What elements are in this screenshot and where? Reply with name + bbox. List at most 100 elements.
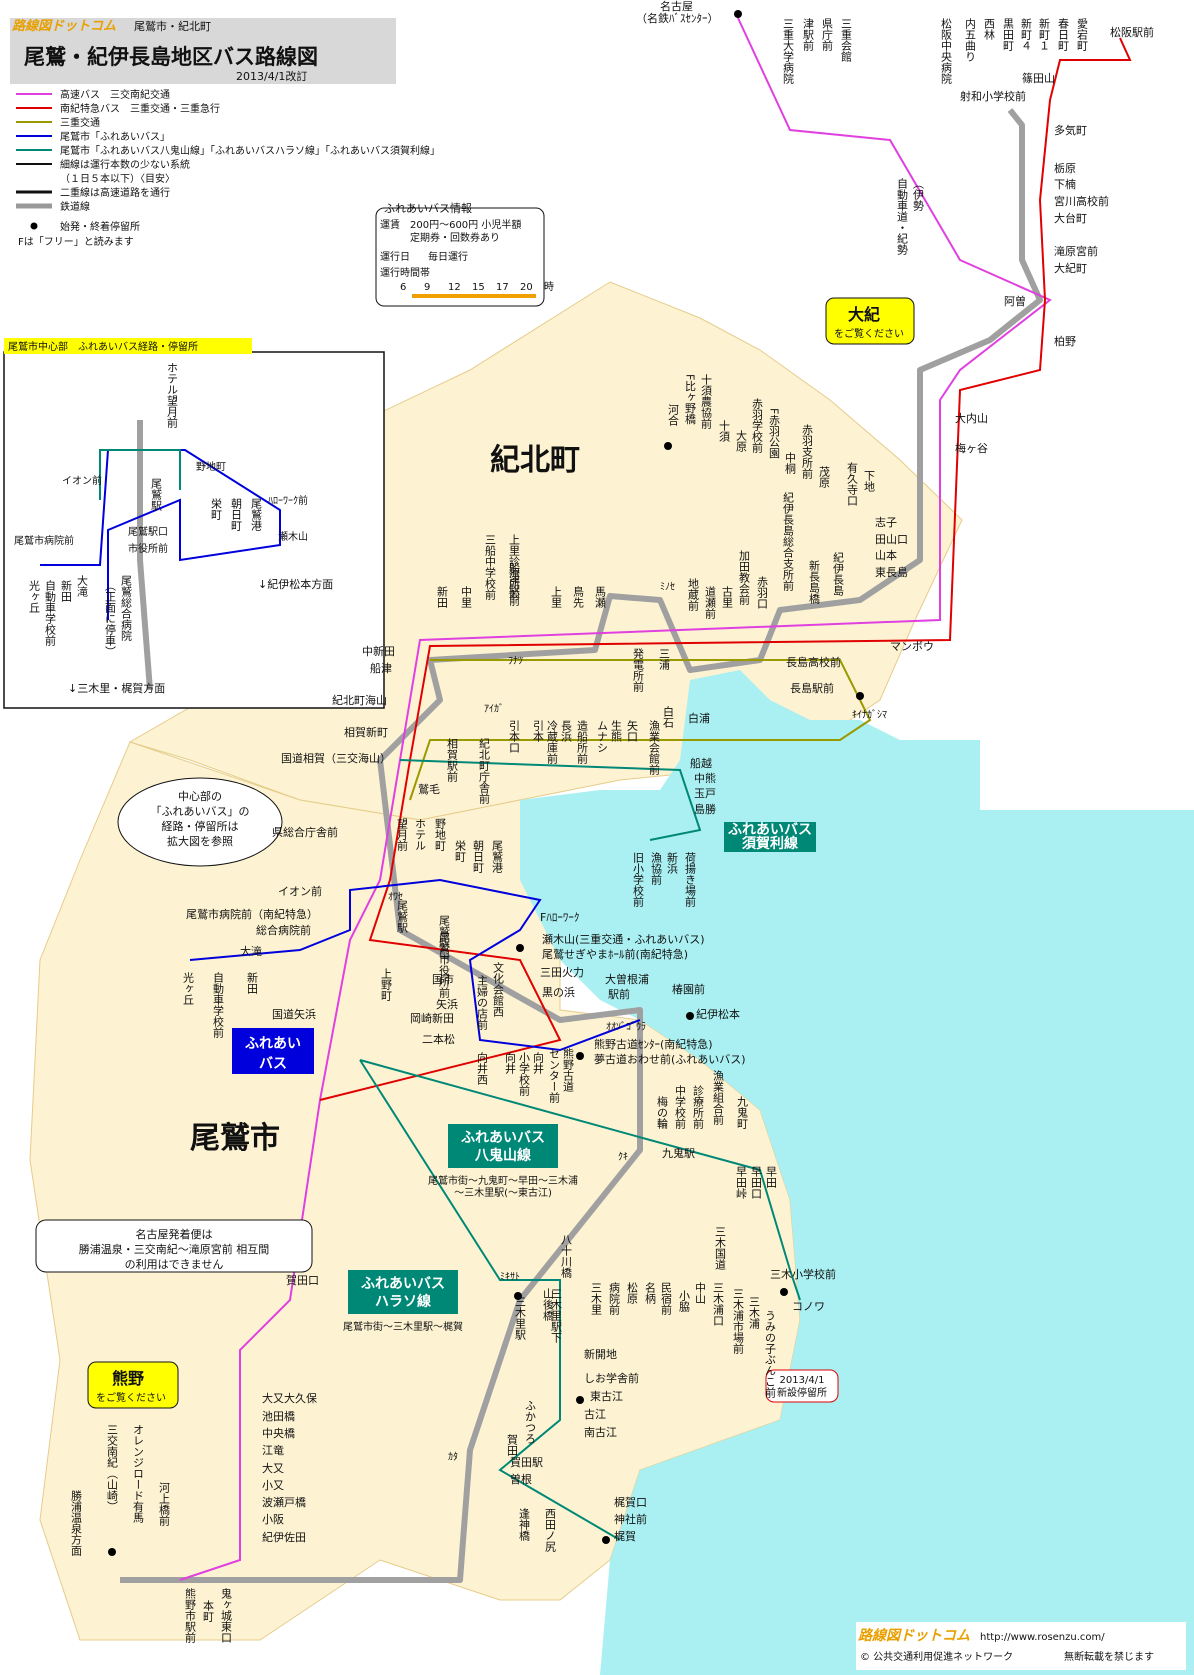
stop-label: 尾鷲市役所前 [438, 932, 451, 999]
callout-line: 名古屋発着便は [136, 1227, 213, 1241]
info-days: 毎日運行 [428, 250, 468, 263]
inset-stop: 大滝 [76, 574, 89, 597]
inset-stop: 栄町 [210, 497, 223, 520]
stop-label: 三交南紀（山崎） [106, 1424, 119, 1512]
terminal-kii-matsumoto [686, 1012, 694, 1020]
bus-routes [179, 17, 1132, 1581]
stop-label: F比ヶ野橋 [684, 374, 697, 425]
stop-label: 荷揚き場前 [684, 852, 697, 908]
stop-label: 駅前 [608, 987, 630, 1001]
stop-label: 九鬼町 [736, 1096, 749, 1129]
stop-label: 紀伊佐田 [262, 1530, 306, 1544]
footer-notice: 無断転載を禁じます [1064, 1650, 1154, 1663]
stop-label: 三木浦口 [712, 1282, 725, 1326]
stop-label: 発電所前 [632, 647, 645, 693]
stop-label: 射和小学校前 [960, 89, 1026, 103]
callout-line: 新設停留所 [777, 1386, 827, 1399]
stop-label: （伊勢 [912, 178, 925, 212]
stop-label: 津駅前 [802, 18, 815, 52]
terminals [108, 10, 864, 1556]
stop-label: 大滝 [240, 944, 262, 958]
stop-label: 柏野 [1054, 334, 1076, 348]
stop-label: 池田橋 [262, 1409, 295, 1423]
stop-label: 大又大久保 [262, 1391, 317, 1405]
inset-stop: イオン前 [62, 474, 102, 487]
stop-label: 夢古道おわせ前(ふれあいバス) [594, 1052, 746, 1066]
stop-label: 尾鷲駅 [396, 900, 409, 934]
info-title: ふれあいバス情報 [384, 202, 472, 215]
stop-label: 上里診療所前 [508, 534, 521, 601]
inset-stop: 光ヶ丘 [28, 579, 41, 613]
stop-label: 矢浜 [436, 997, 458, 1011]
inset-stop: 瀬木山 [278, 531, 308, 543]
hour-tick: 6 [400, 282, 406, 293]
stop-label: 栃原 [1054, 161, 1076, 175]
terminal-kaga [602, 1536, 610, 1544]
inset-stop: ﾊﾛｰﾜｰｸ前 [268, 494, 308, 507]
stop-label: 白石 [662, 705, 675, 728]
stop-label: 地蔵前 [687, 578, 700, 612]
center-bubble [117, 777, 283, 867]
rail-station-label: ｱｲｶﾞ [484, 703, 504, 715]
stop-label: 梶賀口 [614, 1495, 647, 1509]
inset-title-bg [4, 338, 252, 354]
stop-label: 矢口 [626, 719, 639, 742]
callout-line: 2013/4/1 [780, 1375, 825, 1386]
stop-label: 三船中学校前 [484, 534, 497, 601]
stop-label: 玉戸 [694, 787, 716, 800]
stop-label: F赤羽公園 [768, 408, 781, 459]
callout-line: 八鬼山線 [474, 1147, 531, 1164]
hour-tick: 時 [544, 281, 554, 293]
stop-label: センター前 [548, 1048, 561, 1104]
stop-label: 島勝 [694, 802, 716, 816]
legend-note: 始発・終着停留所 [60, 220, 140, 233]
stop-label: 大紀町 [1054, 261, 1087, 275]
stop-label: 大原 [735, 429, 748, 452]
stop-label: 三浦 [658, 648, 671, 671]
route-mie [409, 659, 872, 801]
stop-label: 朝日町 [472, 840, 485, 873]
callout-line: ふれあい [245, 1036, 301, 1052]
rail-station-label: ﾌﾅﾂ [508, 655, 523, 667]
inset-stop: 尾鷲総合病院 [120, 575, 133, 641]
new-stop-box [765, 1369, 839, 1403]
stop-label: 田山口 [875, 533, 908, 546]
stop-label: 滝原宮前 [1054, 244, 1098, 258]
jr-kisei-line [120, 108, 1043, 1583]
stop-label: 松原 [626, 1281, 639, 1304]
route-nanki [319, 37, 1132, 1101]
inset-note-2: ↓三木里・梶賀方面 [68, 681, 165, 695]
stop-label: 南古江 [584, 1426, 617, 1439]
inset-rail [137, 420, 153, 691]
callout-line: の利用はできません [125, 1258, 224, 1271]
stop-label: 向井 [504, 1051, 517, 1075]
stop-label: 相賀新町 [344, 725, 388, 739]
logo: 路線図ドットコム [12, 18, 116, 34]
stop-label: 加田教会前 [738, 550, 751, 606]
sea [520, 670, 1194, 1675]
stop-label: 紀伊長島 [832, 552, 845, 597]
stop-label: 宮川高校前 [1054, 194, 1109, 208]
stop-label: 愛宕町 [1076, 18, 1089, 51]
inset-note-1: ↓紀伊松本方面 [258, 577, 333, 591]
stop-label: 総合病院前 [256, 923, 311, 937]
inset-stop: 朝日町 [230, 498, 243, 531]
callout-line: 中心部の [178, 789, 222, 803]
railway [120, 108, 1043, 1583]
area-owase: 尾鷲市 [190, 1121, 280, 1156]
footer-url[interactable]: http://www.rosenzu.com/ [980, 1632, 1105, 1643]
legend-label: 尾鷲市「ふれあいバス」 [60, 130, 170, 143]
stop-label: 阿曽 [1004, 294, 1026, 308]
stop-label: 新開地 [584, 1347, 617, 1361]
stop-label: オレンジロード有馬 [132, 1424, 145, 1524]
stop-label: 早田 [765, 1166, 778, 1188]
route-box-sugari: ふれあいバス須賀利線 [724, 822, 816, 852]
stop-label: 船津駅前 [508, 561, 521, 607]
stop-label: 三重大学病院 [782, 18, 795, 84]
callout-line: 「ふれあいバス」の [151, 805, 250, 818]
map-title: 尾鷲・紀伊長島地区バス路線図 [24, 45, 318, 69]
stop-label: 三木浦市場前 [732, 1288, 745, 1355]
